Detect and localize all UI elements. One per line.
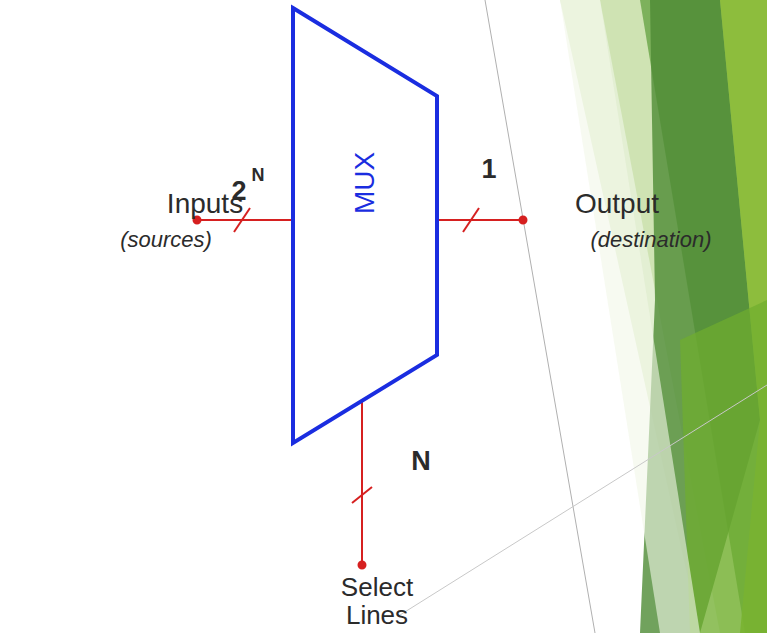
mux-outline <box>291 6 439 445</box>
bus-width: N <box>411 447 431 477</box>
mux-label: MUX <box>351 152 379 214</box>
port-label: Select Lines <box>317 573 437 630</box>
terminal-dot <box>359 562 366 569</box>
input-wire <box>197 219 293 221</box>
decor-line <box>400 385 767 615</box>
terminal-dot <box>520 217 527 224</box>
mux-trapezoid: MUX <box>291 6 439 445</box>
select-wire <box>361 402 363 565</box>
green-band <box>560 0 700 633</box>
decor-line <box>485 0 595 633</box>
bus-width: 2 <box>231 177 246 207</box>
port-note: (sources) <box>120 228 212 252</box>
mux-shape <box>293 8 437 443</box>
port-note: (destination) <box>590 228 711 252</box>
bus-width-exponent: N <box>252 166 265 186</box>
bus-slash <box>352 487 372 503</box>
port-label: Output <box>575 189 659 220</box>
bus-slash <box>463 208 479 232</box>
output-wire <box>437 219 523 221</box>
green-band <box>560 0 767 633</box>
green-band <box>680 300 767 633</box>
bus-width: 1 <box>481 155 496 185</box>
